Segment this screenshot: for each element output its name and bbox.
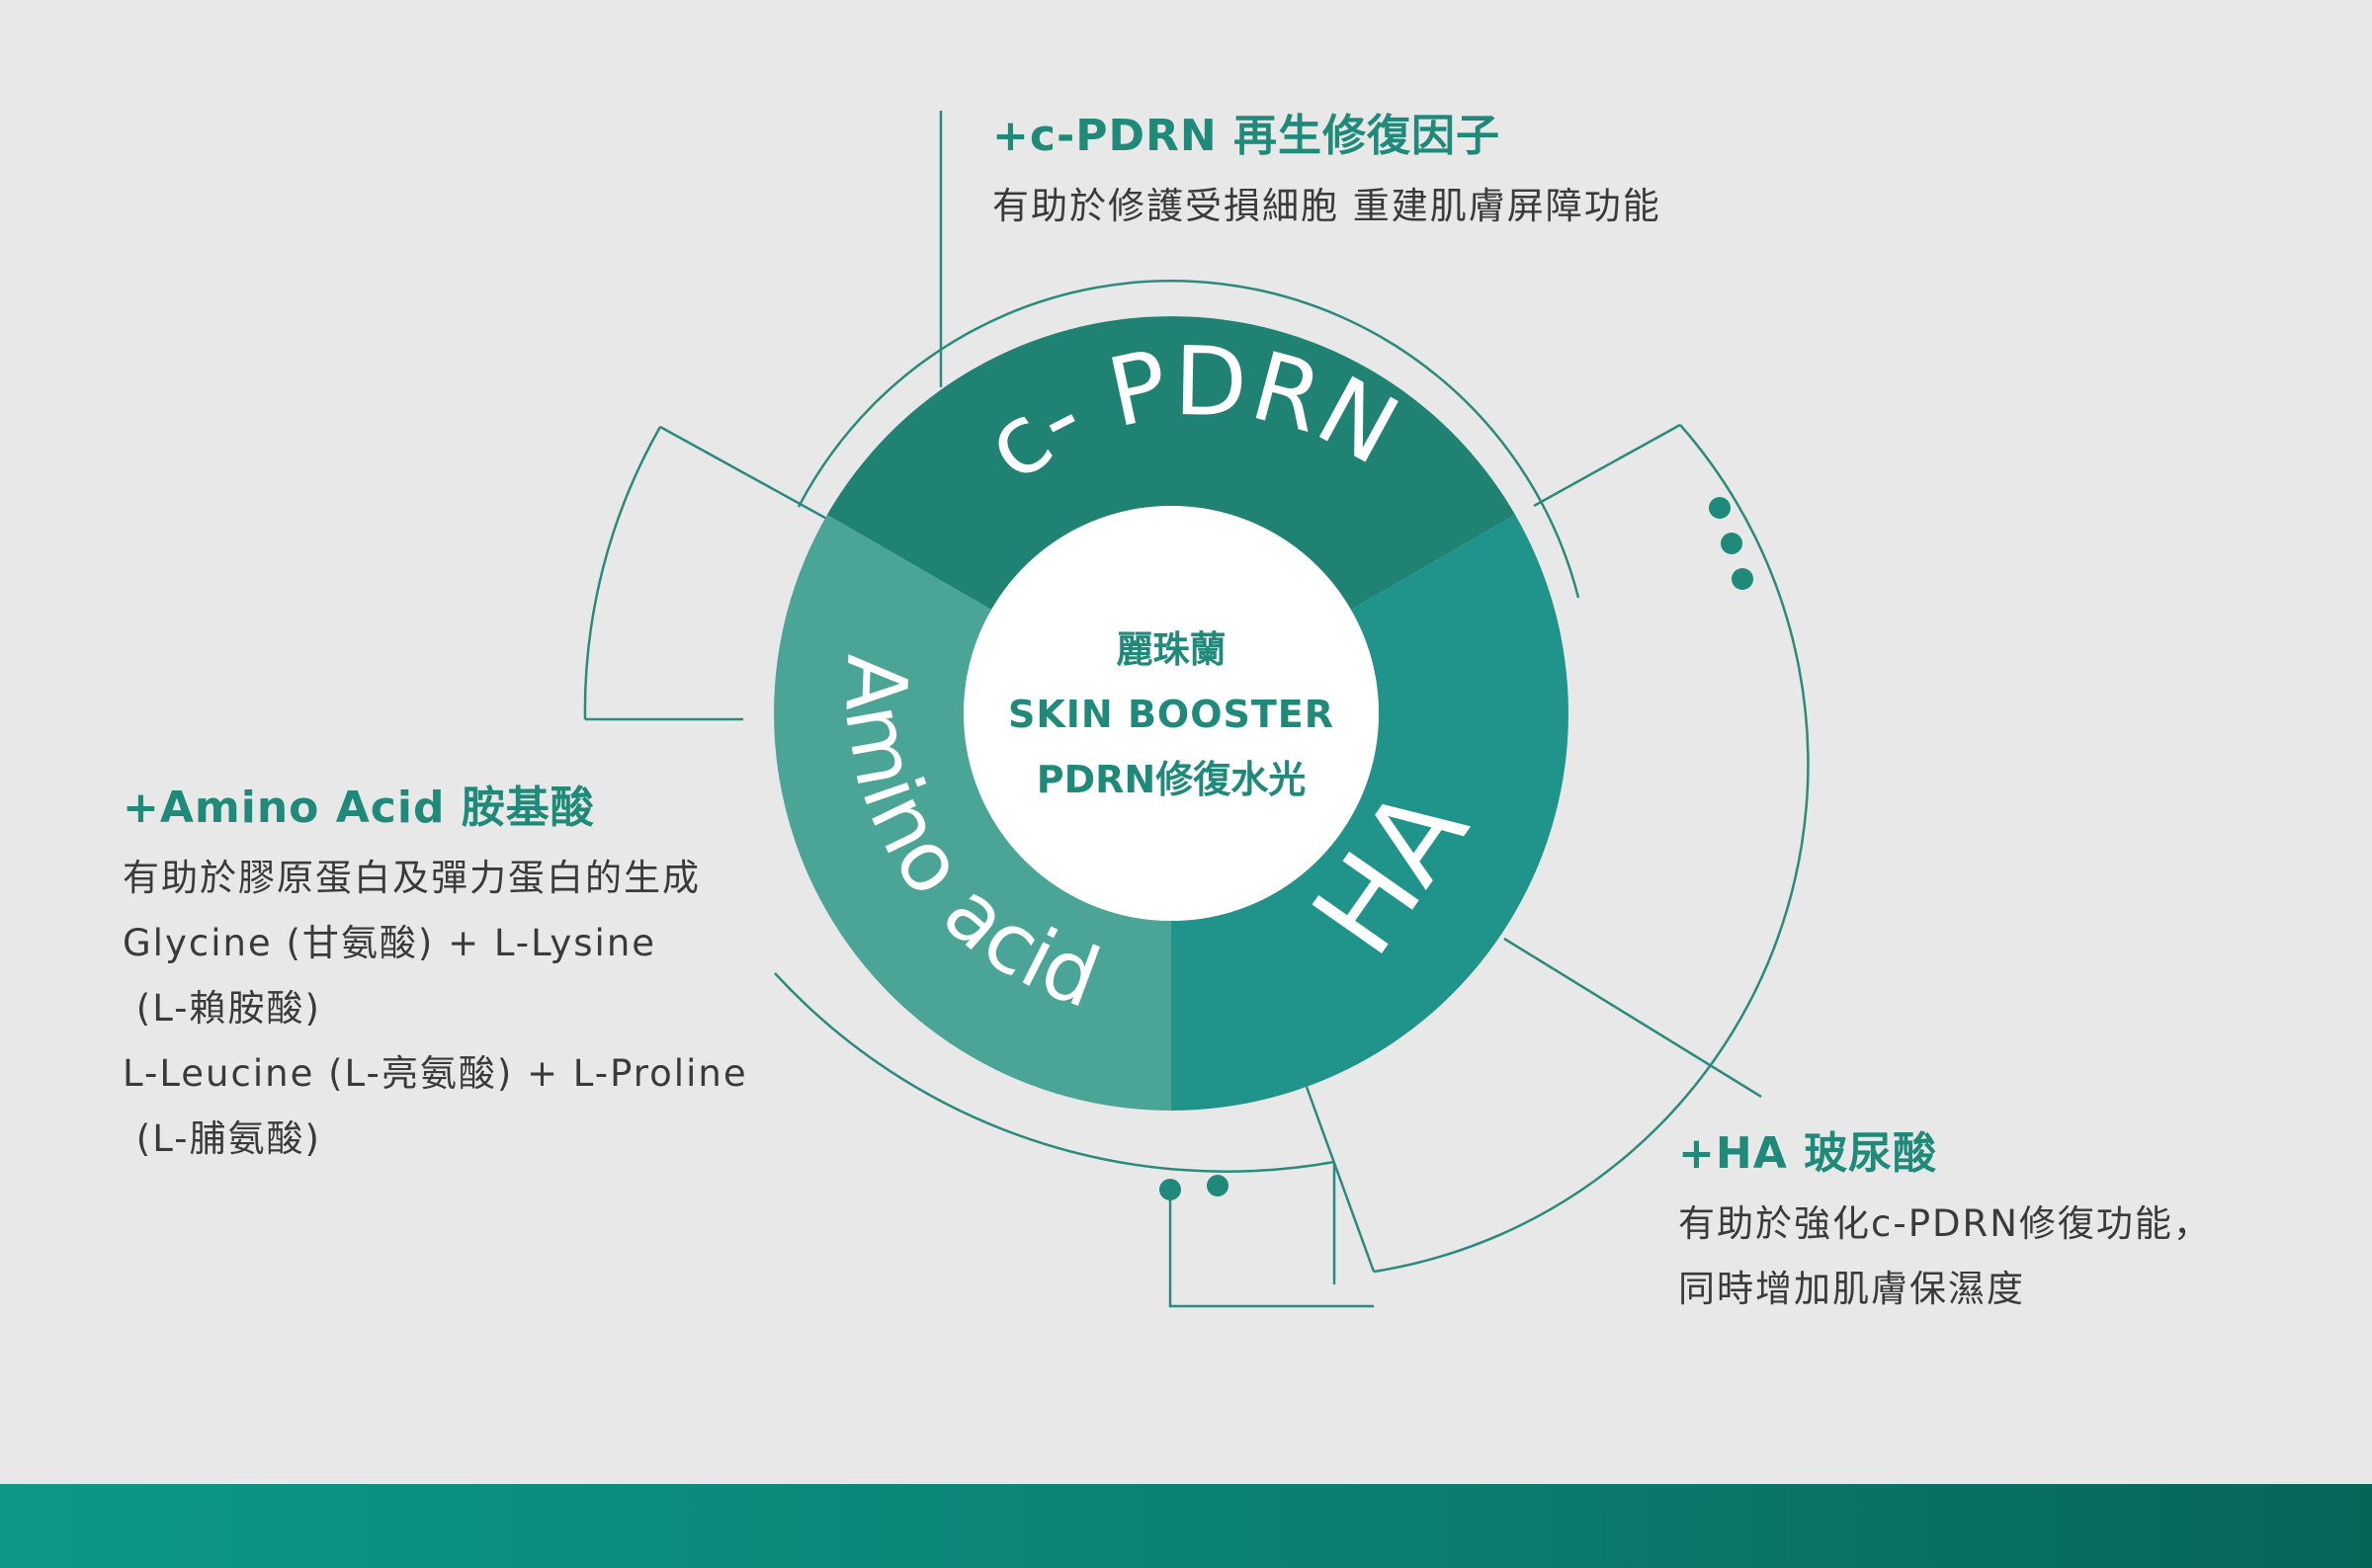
- callout-ha-line: 同時增加肌膚保濕度: [1678, 1268, 2025, 1310]
- callout-amino-line: 有助於膠原蛋白及彈力蛋白的生成: [123, 857, 701, 899]
- center-brand: 麗珠蘭: [1117, 628, 1227, 671]
- right-bracket-arc: [1373, 424, 1810, 1274]
- dot: [1732, 568, 1753, 590]
- dot: [1709, 497, 1731, 519]
- center-line-skin-booster: SKIN BOOSTER: [1008, 693, 1334, 736]
- callout-amino: +Amino Acid 胺基酸 有助於膠原蛋白及彈力蛋白的生成 Glycine …: [123, 779, 748, 1172]
- right-bracket-top-line: [1533, 423, 1681, 508]
- dot: [1159, 1179, 1181, 1200]
- center-line-pdrn: PDRN修復水光: [1037, 758, 1306, 801]
- callout-amino-title: +Amino Acid 胺基酸: [123, 783, 595, 833]
- outer-arc-top: [797, 279, 1580, 599]
- callout-amino-line: (L-脯氨酸): [123, 1117, 321, 1160]
- bottom-diagonal-line: [1305, 1086, 1376, 1273]
- segment-ha: [1171, 515, 1568, 1111]
- connector-lines: [583, 111, 1810, 1308]
- bottom-band: [0, 1484, 2372, 1568]
- ha-connector-line: [1503, 937, 1762, 1099]
- callout-amino-line: Glycine (甘氨酸) + L-Lysine: [123, 922, 657, 964]
- connector-dots: [1159, 497, 1753, 1200]
- callout-cpdrn-desc: 有助於修護受損細胞 重建肌膚屏障功能: [992, 174, 1661, 239]
- dot: [1721, 533, 1742, 554]
- callout-cpdrn-title: +c-PDRN 再生修復因子: [992, 111, 1501, 161]
- left-bracket-arc: [583, 426, 662, 720]
- donut-center: [964, 506, 1379, 921]
- callout-cpdrn: +c-PDRN 再生修復因子 有助於修護受損細胞 重建肌膚屏障功能: [992, 107, 1661, 239]
- bottom-bracket-line: [1168, 1190, 1374, 1308]
- callout-ha: +HA 玻尿酸 有助於強化c-PDRN修復功能， 同時增加肌膚保濕度: [1678, 1124, 2212, 1322]
- dot: [1207, 1175, 1228, 1197]
- lower-left-arc: [774, 972, 1335, 1173]
- callout-ha-desc: 有助於強化c-PDRN修復功能， 同時增加肌膚保濕度: [1678, 1192, 2212, 1322]
- center-label: 麗珠蘭 SKIN BOOSTER PDRN修復水光: [1008, 628, 1334, 801]
- callout-amino-line: (L-賴胺酸): [123, 987, 321, 1030]
- callout-ha-line: 有助於強化c-PDRN修復功能，: [1678, 1202, 2212, 1245]
- donut-chart: [774, 316, 1568, 1111]
- callout-amino-line: L-Leucine (L-亮氨酸) + L-Proline: [123, 1052, 748, 1095]
- callout-amino-desc: 有助於膠原蛋白及彈力蛋白的生成 Glycine (甘氨酸) + L-Lysine…: [123, 846, 748, 1172]
- segment-cpdrn: [826, 316, 1516, 610]
- callout-ha-title: +HA 玻尿酸: [1678, 1128, 1938, 1179]
- segment-amino: [774, 515, 1171, 1111]
- callout-cpdrn-line: 有助於修護受損細胞 重建肌膚屏障功能: [992, 185, 1661, 227]
- left-bracket-top-line: [659, 425, 833, 524]
